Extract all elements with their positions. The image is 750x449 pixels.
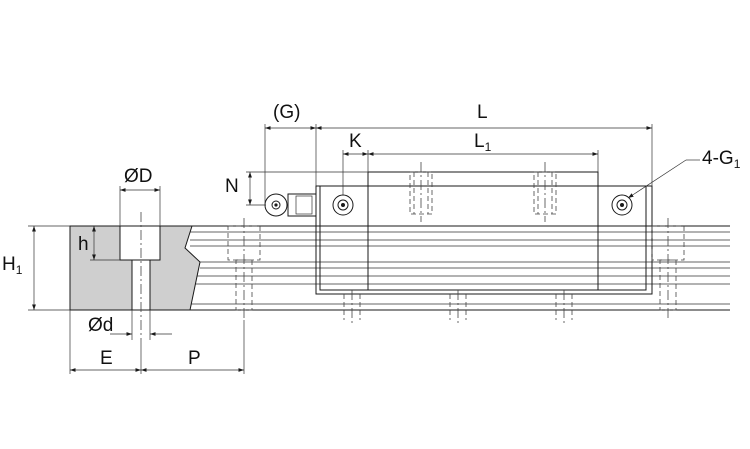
label-K: K (349, 131, 362, 152)
end-screw-right (611, 194, 633, 216)
label-L1: L1 (474, 131, 492, 154)
label-P: P (188, 348, 201, 369)
leader-G1 (627, 159, 700, 199)
tapped-hole-right (533, 162, 557, 222)
dim-h (90, 226, 120, 261)
carriage-block (315, 162, 653, 295)
dim-L (315, 124, 653, 186)
label-d: Ød (88, 315, 113, 336)
label-G: (G) (273, 102, 300, 123)
dim-L1 (367, 150, 599, 172)
label-E: E (100, 348, 113, 369)
dim-E-P (69, 310, 245, 374)
label-N: N (225, 176, 239, 197)
rail-holes-hidden (227, 218, 685, 326)
rail-cross-section (69, 225, 201, 311)
grease-nipple (264, 193, 317, 217)
label-h: h (78, 234, 89, 255)
dim-D (119, 186, 161, 226)
end-screw-left (332, 194, 354, 216)
dim-N (246, 171, 368, 206)
dim-H1 (28, 225, 70, 311)
label-H1: H1 (2, 254, 23, 277)
tapped-hole-left (409, 162, 433, 222)
label-L: L (477, 102, 488, 123)
dim-G (264, 124, 316, 205)
label-G1: 4-G1 (702, 148, 741, 171)
label-D: ØD (124, 166, 153, 187)
rail (185, 225, 730, 311)
dim-d (110, 310, 172, 340)
dim-K (342, 150, 368, 195)
